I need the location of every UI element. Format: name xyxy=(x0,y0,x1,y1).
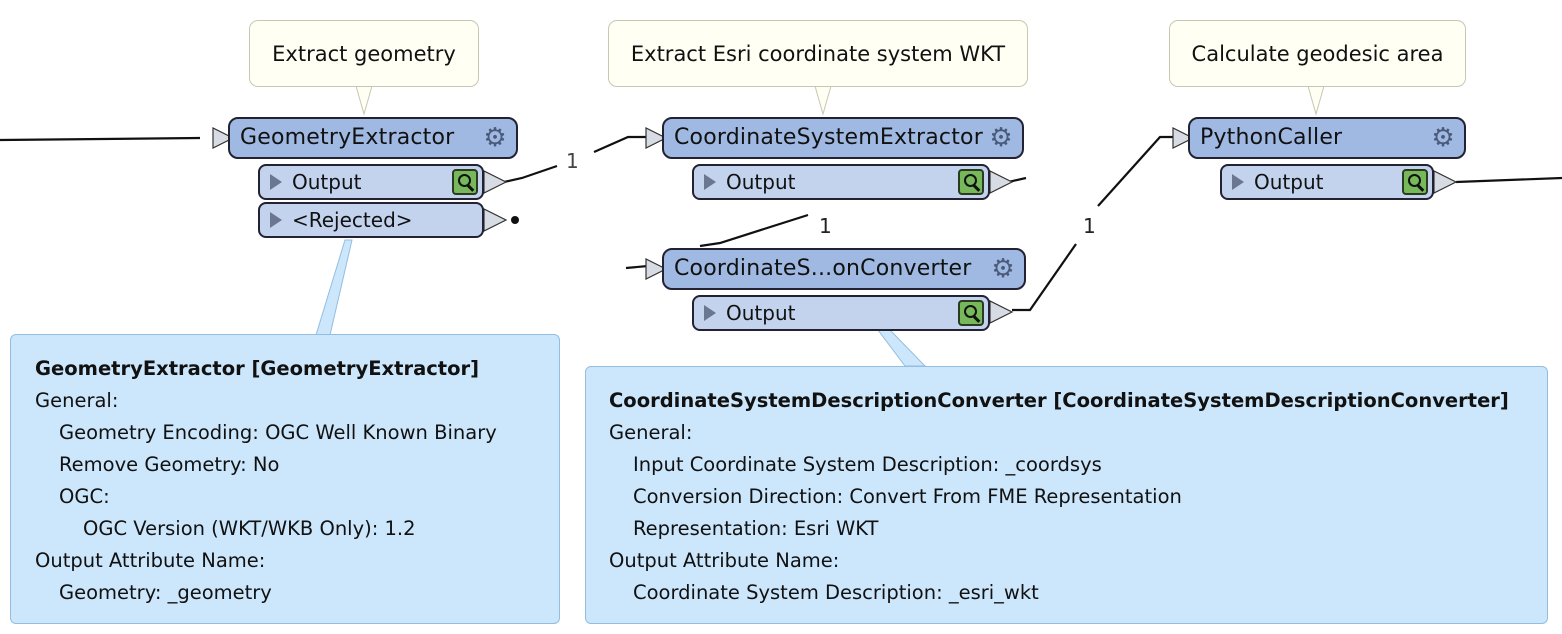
tooltip-line: Output Attribute Name: xyxy=(35,549,266,572)
tooltip-heading: GeometryExtractor [GeometryExtractor] xyxy=(35,357,480,380)
annotation-extract-wkt[interactable]: Extract Esri coordinate system WKT xyxy=(608,20,1028,87)
annotation-extract-geometry[interactable]: Extract geometry xyxy=(249,20,479,87)
rejected-port-end-dot xyxy=(511,216,519,224)
connection-line[interactable] xyxy=(0,136,201,142)
feature-count-label: 1 xyxy=(566,149,579,173)
transformer-coordinate-system-description-converter[interactable]: CoordinateS...onConverter ⚙ xyxy=(662,248,1026,290)
tooltip-line: General: xyxy=(609,421,693,444)
annotation-stem xyxy=(814,85,832,116)
expand-triangle-icon[interactable] xyxy=(704,305,716,321)
feature-count-label: 1 xyxy=(819,214,832,238)
tooltip-line: OGC Version (WKT/WKB Only): 1.2 xyxy=(83,517,416,540)
transformer-geometry-extractor[interactable]: GeometryExtractor ⚙ xyxy=(228,117,518,159)
port-label: Output xyxy=(292,170,362,194)
expand-triangle-icon[interactable] xyxy=(270,174,282,190)
output-port-arrow-icon[interactable] xyxy=(989,170,1014,194)
transformer-title: CoordinateS...onConverter xyxy=(674,256,972,281)
input-port-arrow-icon[interactable] xyxy=(645,127,668,149)
tooltip-pointer xyxy=(877,329,927,367)
tooltip-line: Coordinate System Description: _esri_wkt xyxy=(633,581,1039,604)
output-port-arrow-icon[interactable] xyxy=(1433,170,1458,194)
connection-line[interactable] xyxy=(699,213,809,248)
tooltip-line: Output Attribute Name: xyxy=(609,549,840,572)
tooltip-line: Representation: Esri WKT xyxy=(633,517,879,540)
connection-line[interactable] xyxy=(593,135,648,154)
annotation-stem xyxy=(355,85,373,116)
inspect-magnifier-icon[interactable] xyxy=(958,300,984,326)
connection-line[interactable] xyxy=(503,164,558,184)
transformer-coordinate-system-extractor[interactable]: CoordinateSystemExtractor ⚙ xyxy=(662,117,1024,159)
transformer-title: CoordinateSystemExtractor xyxy=(674,125,983,150)
tooltip-heading: CoordinateSystemDescriptionConverter [Co… xyxy=(609,389,1509,412)
rejected-port[interactable]: <Rejected> xyxy=(258,202,484,238)
expand-triangle-icon[interactable] xyxy=(270,212,282,228)
input-port-arrow-icon[interactable] xyxy=(1172,127,1195,149)
input-port-arrow-icon[interactable] xyxy=(212,127,235,149)
output-port-arrow-icon[interactable] xyxy=(483,170,508,194)
output-port-arrow-icon[interactable] xyxy=(989,300,1014,324)
tooltip-line: Geometry: _geometry xyxy=(59,581,272,604)
port-label: Output xyxy=(726,301,796,325)
connection-line[interactable] xyxy=(1455,176,1562,184)
connection-line[interactable] xyxy=(625,264,649,270)
tooltip-line: General: xyxy=(35,389,119,412)
tooltip-coordinate-system-description-converter: CoordinateSystemDescriptionConverter [Co… xyxy=(585,366,1548,624)
gear-icon[interactable]: ⚙ xyxy=(989,123,1013,153)
transformer-title: GeometryExtractor xyxy=(240,125,455,150)
port-label: Output xyxy=(726,170,796,194)
inspect-magnifier-icon[interactable] xyxy=(958,169,984,195)
connection-line[interactable] xyxy=(1012,243,1077,312)
output-port[interactable]: Output xyxy=(692,164,990,200)
output-port[interactable]: Output xyxy=(692,295,990,331)
transformer-python-caller[interactable]: PythonCaller ⚙ xyxy=(1188,117,1466,159)
gear-icon[interactable]: ⚙ xyxy=(483,123,507,153)
output-port[interactable]: Output xyxy=(1220,164,1434,200)
inspect-magnifier-icon[interactable] xyxy=(1402,169,1428,195)
port-label: <Rejected> xyxy=(292,208,413,232)
tooltip-line: OGC: xyxy=(59,485,110,508)
feature-count-label: 1 xyxy=(1083,214,1096,238)
annotation-geodesic-area[interactable]: Calculate geodesic area xyxy=(1169,20,1466,87)
connection-line[interactable] xyxy=(1097,135,1174,207)
tooltip-geometry-extractor: GeometryExtractor [GeometryExtractor] Ge… xyxy=(10,334,560,624)
tooltip-line: Conversion Direction: Convert From FME R… xyxy=(633,485,1182,508)
tooltip-line: Input Coordinate System Description: _co… xyxy=(633,453,1102,476)
gear-icon[interactable]: ⚙ xyxy=(991,254,1015,284)
input-port-arrow-icon[interactable] xyxy=(645,258,668,280)
tooltip-pointer xyxy=(315,239,353,336)
port-label: Output xyxy=(1254,170,1324,194)
inspect-magnifier-icon[interactable] xyxy=(452,169,478,195)
annotation-text: Extract Esri coordinate system WKT xyxy=(630,41,1006,66)
annotation-stem xyxy=(1307,85,1325,116)
tooltip-line: Geometry Encoding: OGC Well Known Binary xyxy=(59,421,497,444)
tooltip-line: Remove Geometry: No xyxy=(59,453,280,476)
output-port-arrow-icon[interactable] xyxy=(483,208,508,232)
annotation-text: Calculate geodesic area xyxy=(1191,41,1444,66)
gear-icon[interactable]: ⚙ xyxy=(1431,123,1455,153)
expand-triangle-icon[interactable] xyxy=(704,174,716,190)
annotation-text: Extract geometry xyxy=(272,41,456,66)
expand-triangle-icon[interactable] xyxy=(1232,174,1244,190)
output-port[interactable]: Output xyxy=(258,164,484,200)
transformer-title: PythonCaller xyxy=(1200,125,1343,150)
